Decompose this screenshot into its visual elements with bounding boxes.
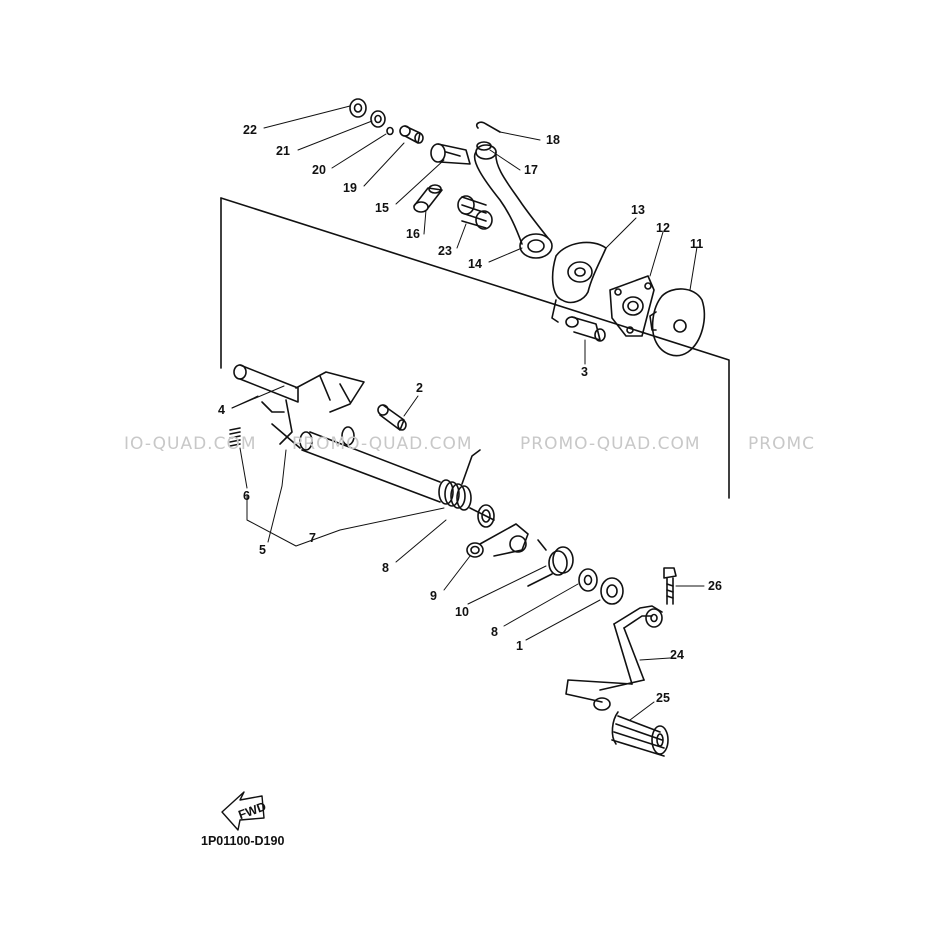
callout-8-lower: 8 [491, 625, 498, 639]
pedal-bolt-part [663, 567, 677, 605]
cover-part [649, 288, 706, 357]
callout-6: 6 [243, 489, 250, 503]
callout-24: 24 [670, 648, 684, 662]
callout-22: 22 [243, 123, 257, 137]
shift-arm-part [473, 144, 553, 259]
callout-labels: 1 2 3 4 5 6 7 8 8 9 10 11 12 13 14 15 16… [218, 123, 722, 822]
pin-part [413, 184, 443, 213]
callout-11: 11 [690, 237, 703, 251]
shift-pedal-part [565, 605, 663, 711]
callout-7: 7 [309, 531, 316, 545]
detent-spring-part [229, 427, 241, 447]
joint-sleeve-part [430, 143, 471, 165]
callout-19: 19 [343, 181, 357, 195]
pedal-rubber-part [611, 711, 669, 757]
spring-part [457, 195, 493, 230]
callout-25: 25 [656, 691, 670, 705]
callout-26: 26 [708, 579, 722, 593]
oil-seal-part [600, 577, 624, 605]
bolt-part [399, 125, 424, 144]
callout-2: 2 [416, 381, 423, 395]
stopper-plate-part [609, 275, 655, 337]
callout-5: 5 [259, 543, 266, 557]
watermark: PROMO-QUAD.COM [520, 434, 701, 454]
shift-shaft-part [271, 423, 441, 503]
drawing-code: 1P01100-D190 [201, 834, 285, 848]
washer-part [370, 110, 386, 128]
callout-21: 21 [276, 144, 290, 158]
callout-16: 16 [406, 227, 420, 241]
callout-17: 17 [524, 163, 538, 177]
cotter-pin-part [475, 121, 501, 133]
callout-1: 1 [516, 639, 523, 653]
o-ring-part [386, 126, 394, 136]
frame-outline [220, 197, 730, 499]
callout-15: 15 [375, 201, 389, 215]
nut-part [349, 98, 367, 118]
callout-8-upper: 8 [382, 561, 389, 575]
shaft-spring-part [438, 449, 495, 528]
segment-plate-part [551, 241, 607, 323]
callout-23: 23 [438, 244, 452, 258]
shift-fork-part [233, 364, 365, 445]
callout-12: 12 [656, 221, 670, 235]
callout-14: 14 [468, 257, 482, 271]
dowel-pin-part [377, 404, 407, 431]
callout-4: 4 [218, 403, 225, 417]
callout-18: 18 [546, 133, 560, 147]
callout-13: 13 [631, 203, 645, 217]
callout-9: 9 [430, 589, 437, 603]
watermark: PROMC [748, 434, 815, 454]
watermark: IO-QUAD.COM [124, 434, 257, 454]
collar-part [466, 523, 529, 558]
fwd-arrow-icon [221, 791, 265, 831]
torsion-spring-part [527, 539, 574, 587]
watermark: PROMO-QUAD.COM [292, 434, 473, 454]
callout-20: 20 [312, 163, 326, 177]
leader-lines [231, 105, 705, 721]
washer-part [578, 568, 598, 592]
callout-3: 3 [581, 365, 588, 379]
callout-10: 10 [455, 605, 469, 619]
stopper-bolt-part [565, 316, 606, 342]
